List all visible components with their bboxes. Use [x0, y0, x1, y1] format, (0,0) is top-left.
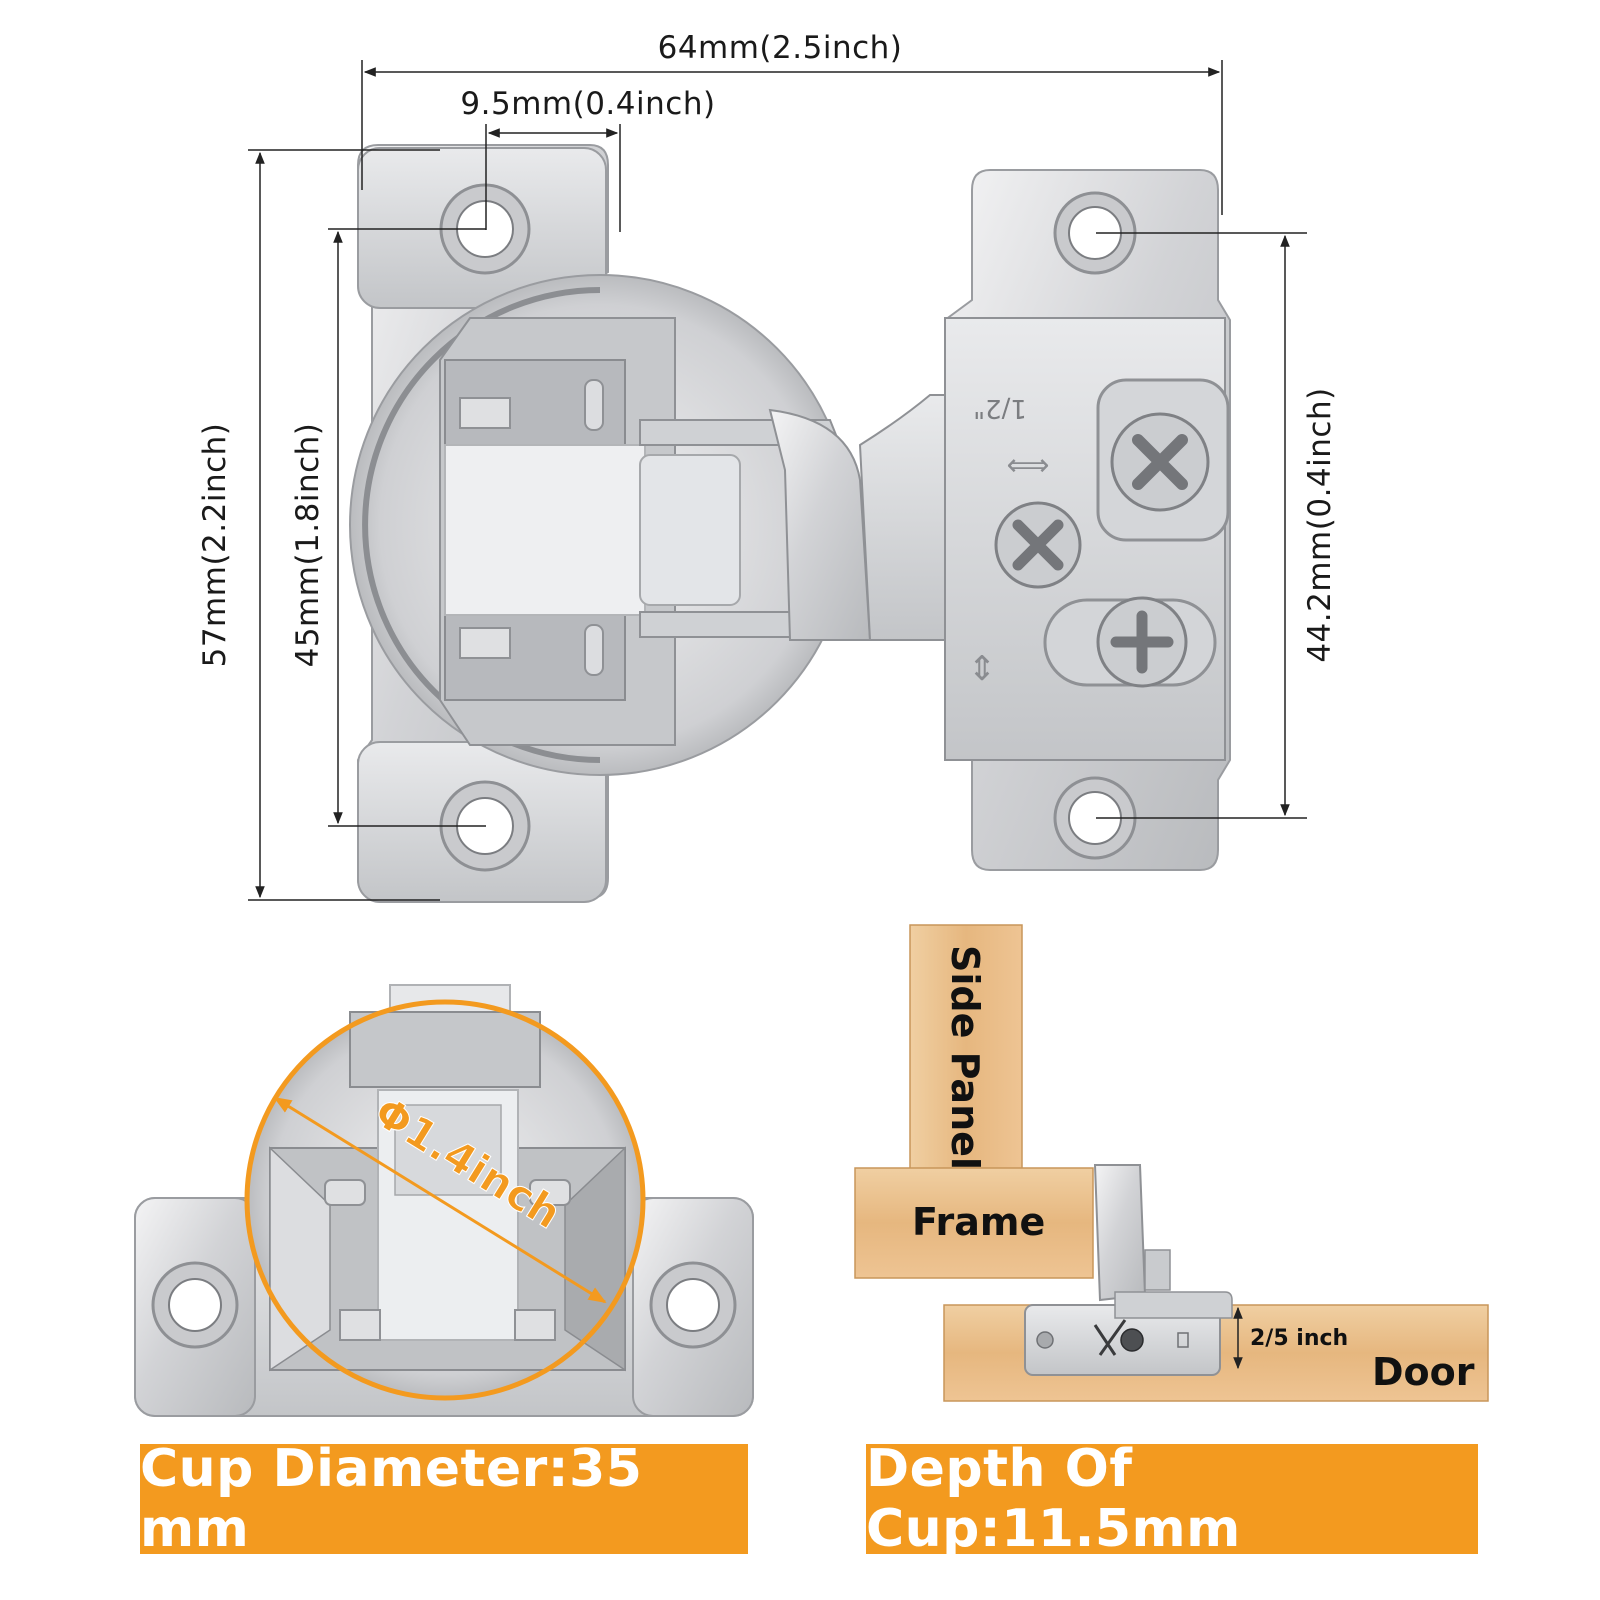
- phillips-screw-icon: [1096, 596, 1188, 688]
- cup-diameter-banner-text: Cup Diameter:35 mm: [140, 1439, 643, 1559]
- hole-spacing-label: 45mm(1.8inch): [290, 423, 326, 668]
- installation-diagram: 2/5 inch Side Panel Frame Door: [854, 924, 1489, 1402]
- mounting-hole-icon: [649, 1261, 737, 1349]
- cup-diameter-banner: Cup Diameter:35 mm: [140, 1439, 748, 1559]
- frame-label: Frame: [912, 1200, 1045, 1244]
- overlay-measure-label: 2/5 inch: [1250, 1326, 1348, 1351]
- mounting-hole-icon: [1053, 776, 1137, 860]
- cup-detail-view: Φ1.4inch: [134, 984, 754, 1417]
- plate-hole-spacing-label: 44.2mm(0.4inch): [1302, 387, 1338, 662]
- side-panel-label: Side Panel: [943, 945, 987, 1170]
- overlay-marking: 1/2": [973, 393, 1027, 423]
- dimension-annotations: [248, 60, 1307, 901]
- hole-offset-label: 9.5mm(0.4inch): [460, 86, 715, 122]
- vertical-adjust-arrow-icon: ⇕: [968, 649, 997, 689]
- overall-height-label: 57mm(2.2inch): [197, 423, 233, 668]
- phillips-screw-icon: [1110, 412, 1210, 512]
- overall-width-label: 64mm(2.5inch): [658, 30, 903, 66]
- horizontal-adjust-arrow-icon: ⟺: [1006, 448, 1049, 483]
- cup-depth-banner: Depth Of Cup:11.5mm: [866, 1439, 1478, 1559]
- hinge-top-view: 1/2" ⟺ ⇕: [349, 144, 1231, 903]
- door-label: Door: [1372, 1350, 1475, 1394]
- mounting-hole-icon: [151, 1261, 239, 1349]
- mounting-hole-icon: [1053, 191, 1137, 275]
- phillips-screw-icon: [994, 501, 1082, 589]
- cup-depth-banner-text: Depth Of Cup:11.5mm: [866, 1439, 1241, 1559]
